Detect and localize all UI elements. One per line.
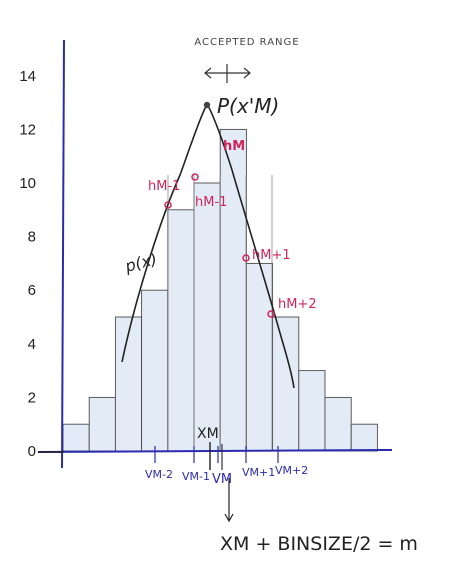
- bin-edge-lines: [167, 175, 273, 451]
- accepted-range-arrow: [204, 64, 251, 83]
- h-m-minus-1-label-a: hM-1: [148, 179, 180, 194]
- curve-label: p(x): [122, 249, 159, 276]
- h-m-plus-2-point: [267, 310, 275, 318]
- bar-11: [324, 396, 352, 452]
- v-m-plus-2-label: VM+2: [275, 464, 308, 477]
- v-m-minus-1-label: VM-1: [182, 470, 210, 483]
- bar-5: [167, 209, 195, 452]
- accepted-range-label: ACCEPTED RANGE: [194, 37, 299, 48]
- bar-6: [193, 182, 221, 452]
- h-m-label: hM: [223, 139, 245, 154]
- bar-10: [298, 370, 326, 452]
- y-tick-labels: 0 2 4 6 8 10 12 14: [19, 68, 36, 460]
- y-tick-label-6: 6: [28, 282, 36, 299]
- h-m-plus-2-label: hM+2: [278, 297, 317, 312]
- peak-label: P(x'M): [217, 94, 279, 118]
- x-axis: [37, 449, 393, 453]
- bar-2: [88, 396, 116, 452]
- xm-label: XM: [197, 426, 219, 442]
- density-curve-layer: [121, 101, 295, 389]
- bar-9: [272, 316, 300, 452]
- y-tick-label-10: 10: [19, 175, 36, 192]
- histogram-bars: [62, 128, 378, 452]
- y-tick-label-12: 12: [19, 121, 36, 138]
- h-m-plus-1-label: hM+1: [252, 248, 291, 263]
- h-m-plus-1-point: [242, 254, 250, 262]
- h-m-minus-1-point-a: [164, 201, 172, 209]
- peak-marker: [203, 101, 211, 109]
- v-m-label: VM: [212, 472, 232, 487]
- y-tick-label-2: 2: [28, 389, 36, 406]
- y-tick-label-8: 8: [28, 229, 36, 246]
- h-m-minus-1-point-b: [191, 173, 199, 181]
- y-tick-label-4: 4: [28, 336, 36, 353]
- bar-4: [141, 289, 169, 452]
- v-m-minus-2-label: VM-2: [145, 468, 173, 481]
- axes: [37, 39, 393, 470]
- bar-12: [350, 423, 378, 452]
- v-m-plus-1-label: VM+1: [242, 466, 275, 479]
- y-axis: [61, 39, 65, 469]
- bar-3: [114, 316, 143, 452]
- bar-7: [219, 128, 247, 452]
- y-tick-label-0: 0: [28, 443, 36, 460]
- density-curve: [121, 102, 295, 389]
- h-m-minus-1-label-b: hM-1: [195, 195, 227, 210]
- bar-1: [62, 423, 90, 452]
- y-tick-label-14: 14: [19, 68, 36, 85]
- formula-label: XM + BINSIZE/2 = m: [220, 533, 418, 555]
- annotations: ACCEPTED RANGE P(x'M) p(x) hM hM-1 hM-1 …: [122, 37, 418, 555]
- xm-to-formula-arrow: [224, 478, 234, 523]
